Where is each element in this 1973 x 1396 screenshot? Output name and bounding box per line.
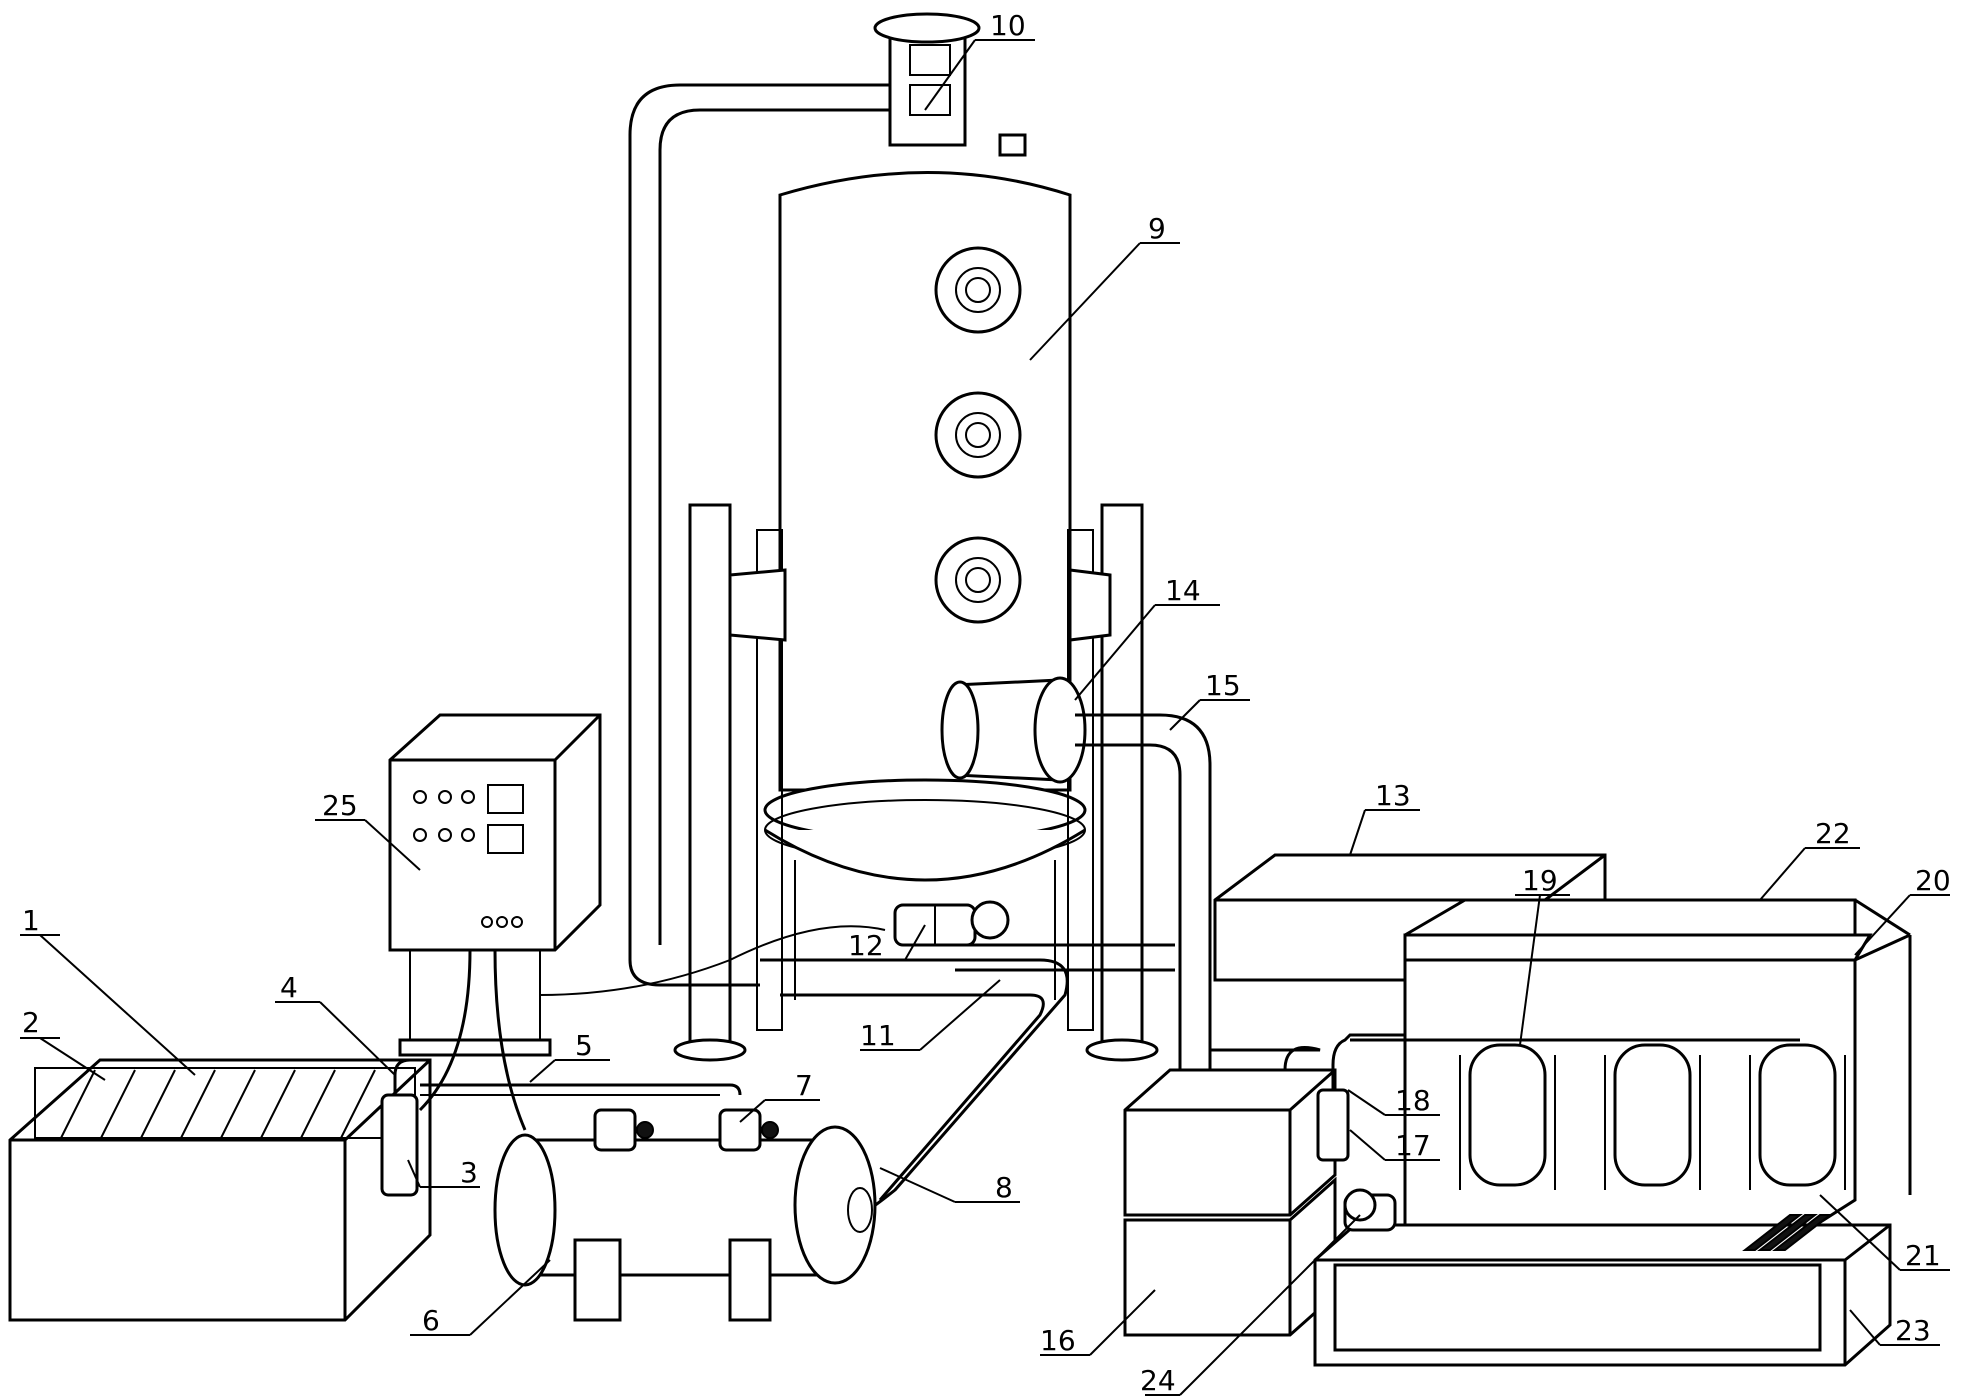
gauge-top (487, 784, 524, 814)
callout-11: 11 (860, 1019, 896, 1052)
callout-21: 21 (1905, 1239, 1941, 1272)
valve-left (593, 1108, 654, 1152)
feed-line (420, 1083, 742, 1096)
evaporator-tower (673, 12, 1159, 1062)
heat-exchanger (493, 1125, 877, 1322)
callout-2: 2 (22, 1006, 40, 1039)
bottom-cone (764, 828, 1086, 882)
distribution-pipe (1331, 1033, 1520, 1090)
callout-1: 1 (22, 904, 40, 937)
callout-24: 24 (1140, 1364, 1176, 1396)
inspection-port-top (934, 246, 1022, 334)
inspection-port-middle (934, 391, 1022, 479)
callout-23: 23 (1895, 1314, 1931, 1347)
callout-6: 6 (422, 1304, 440, 1337)
callout-13: 13 (1375, 779, 1411, 812)
callout-12: 12 (848, 929, 884, 962)
bottle-2 (1604, 1043, 1701, 1190)
gauge-bottom (487, 824, 524, 854)
callout-18: 18 (1395, 1084, 1431, 1117)
callout-9: 9 (1148, 212, 1166, 245)
callout-17: 17 (1395, 1129, 1431, 1162)
callout-labels: 1 2 3 4 5 6 7 8 9 10 11 12 13 14 15 16 1… (22, 9, 1951, 1396)
callout-4: 4 (280, 971, 298, 1004)
callout-25: 25 (322, 789, 358, 822)
top-outlet-column (888, 33, 967, 147)
inspection-port-bottom (934, 536, 1022, 624)
signal-cable (539, 925, 886, 996)
callout-16: 16 (1040, 1324, 1076, 1357)
bottle-1 (1459, 1043, 1556, 1190)
side-nozzle (940, 676, 1087, 784)
callout-3: 3 (460, 1156, 478, 1189)
callout-19: 19 (1522, 864, 1558, 897)
callout-8: 8 (995, 1171, 1013, 1204)
callout-20: 20 (1915, 864, 1951, 897)
control-box (388, 713, 602, 1057)
feed-tank (8, 1058, 432, 1322)
outlet-pipe (1075, 713, 1212, 1080)
callout-15: 15 (1205, 669, 1241, 702)
callout-5: 5 (575, 1029, 593, 1062)
bottle-3 (1749, 1043, 1846, 1190)
valve-right (718, 1108, 779, 1152)
power-cable (418, 949, 472, 1112)
callout-10: 10 (990, 9, 1026, 42)
base-tray (1313, 1214, 1892, 1367)
rack-top-plate (1403, 933, 1873, 962)
leader-lines (20, 39, 1950, 1396)
collection-tank (1123, 1068, 1337, 1337)
callout-7: 7 (795, 1069, 813, 1102)
inlet-filter (380, 1093, 419, 1197)
bottom-pump (893, 900, 1010, 947)
outlet-pipe-drop (1210, 1046, 1321, 1071)
callout-22: 22 (1815, 817, 1851, 850)
condensate-filter (1316, 1088, 1350, 1162)
vapor-return-pipe (628, 83, 890, 987)
top-cap (873, 12, 981, 44)
callout-14: 14 (1165, 574, 1201, 607)
drain-pump (1343, 1188, 1397, 1232)
